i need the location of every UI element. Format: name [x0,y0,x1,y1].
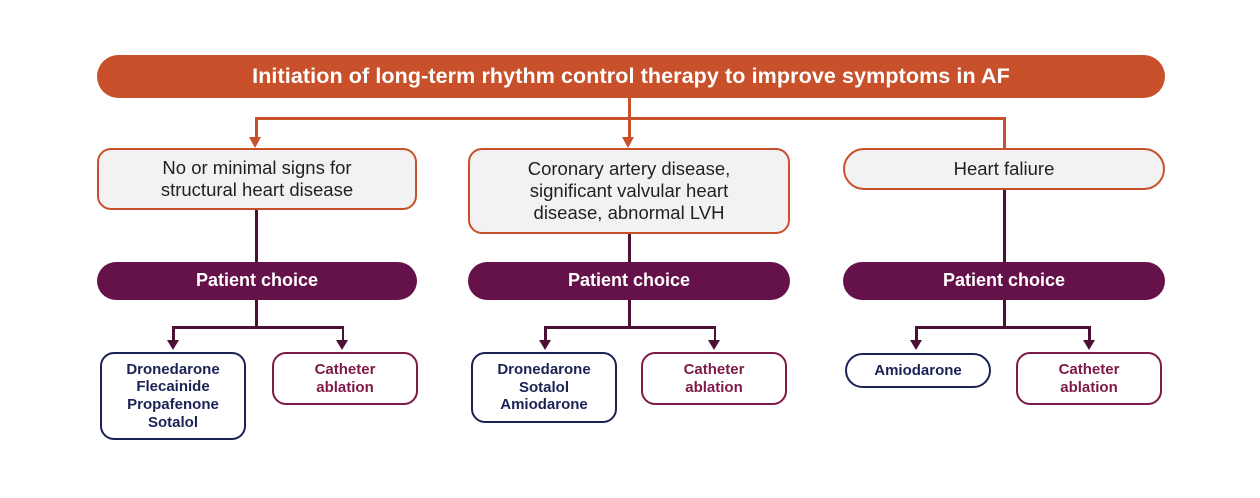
connector-choice1-stem [255,300,258,326]
option-box-drug-3: Amiodarone [845,353,991,388]
option-box-drug-1: Dronedarone Flecainide Propafenone Sotal… [100,352,246,440]
connector-choice2-stem [628,300,631,326]
connector-choice3-stem [1003,300,1006,326]
option-box-ablation-2: Catheter ablation [641,352,787,405]
patient-choice-bar-3: Patient choice [843,262,1165,300]
connector-choice2-right-drop [713,326,716,342]
arrow-down-branch2-icon [622,137,634,148]
connector-branch1-drop [255,117,258,139]
patient-choice-bar-1: Patient choice [97,262,417,300]
option-box-drug-2: Dronedarone Sotalol Amiodarone [471,352,617,423]
connector-title-stem [628,98,631,117]
connector-choice1-right-drop [341,326,344,342]
connector-choice1-bus [172,326,344,329]
arrow-down-option2b-icon [708,340,720,350]
connector-cond3-to-choice3 [1003,190,1006,262]
condition-box-2: Coronary artery disease, significant val… [468,148,790,234]
connector-cond2-to-choice2 [628,234,631,262]
arrow-down-option3a-icon [909,340,922,350]
connector-choice3-left-drop [915,326,918,342]
arrow-down-option1a-icon [166,340,179,350]
patient-choice-bar-2: Patient choice [468,262,790,300]
connector-branch3-drop [1003,117,1006,151]
connector-branch2-drop [628,117,631,139]
arrow-down-option3b-icon [1082,340,1095,350]
connector-choice2-left-drop [544,326,547,342]
connector-choice3-right-drop [1088,326,1091,342]
condition-box-3: Heart faliure [843,148,1165,190]
connector-choice3-bus [915,326,1090,329]
connector-choice1-left-drop [172,326,175,342]
option-box-ablation-3: Catheter ablation [1016,352,1162,405]
arrow-down-option1b-icon [336,340,348,350]
connector-choice2-bus [544,326,716,329]
connector-cond1-to-choice1 [255,210,258,262]
arrow-down-option2a-icon [538,340,551,350]
condition-box-1: No or minimal signs for structural heart… [97,148,417,210]
arrow-down-branch1-icon [249,137,261,148]
title-banner: Initiation of long-term rhythm control t… [97,55,1165,98]
option-box-ablation-1: Catheter ablation [272,352,418,405]
